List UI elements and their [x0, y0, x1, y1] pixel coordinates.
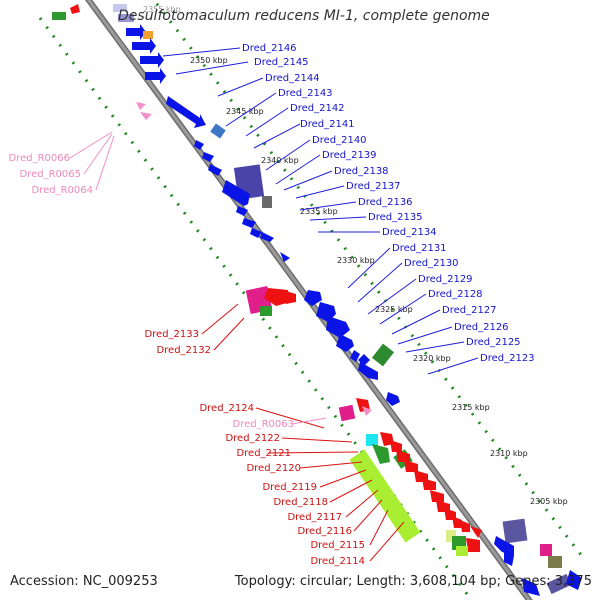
accession-text: Accession: NC_009253: [10, 574, 158, 589]
gene-label: Dred_2134: [382, 227, 437, 238]
gene-label: Dred_2138: [334, 166, 389, 177]
gene-label: Dred_2130: [404, 258, 459, 269]
reverse-gene-labels[interactable]: Dred_2133 Dred_2132 Dred_2124 Dred_R0063…: [144, 329, 365, 567]
gene-label: Dred_2127: [442, 305, 497, 316]
gene-label: Dred_2117: [287, 512, 342, 523]
gene-label: Dred_2135: [368, 212, 423, 223]
ruler-tick-labels: 2355 kbp 2350 kbp 2345 kbp 2340 kbp 2335…: [143, 5, 568, 506]
reverse-leader-lines: [201, 303, 405, 562]
gene-label: Dred_2136: [358, 197, 413, 208]
gene-label: Dred_2144: [265, 73, 320, 84]
tick-label: 2330 kbp: [337, 256, 375, 265]
reverse-strand-features[interactable]: [52, 4, 482, 556]
gene-label: Dred_2133: [144, 329, 199, 340]
forward-gene-labels[interactable]: Dred_2146 Dred_2145 Dred_2144 Dred_2143 …: [242, 43, 535, 364]
gene-label: Dred_2114: [310, 556, 365, 567]
tick-label: 2335 kbp: [300, 207, 338, 216]
tick-label: 2350 kbp: [190, 56, 228, 65]
gene-label: Dred_2145: [254, 57, 309, 68]
gene-label: Dred_2146: [242, 43, 297, 54]
gene-label: Dred_2122: [225, 433, 280, 444]
rna-leader-lines: [69, 131, 327, 425]
gene-label: Dred_2119: [262, 482, 317, 493]
gene-label: Dred_2139: [322, 150, 377, 161]
tick-label: 2315 kbp: [452, 403, 490, 412]
gene-label: Dred_2126: [454, 322, 509, 333]
gene-label: Dred_2132: [156, 345, 211, 356]
gene-label: Dred_R0063: [233, 419, 295, 430]
gene-label: Dred_R0066: [9, 153, 71, 164]
forward-leader-lines: [162, 47, 479, 375]
gene-label: Dred_2116: [297, 526, 352, 537]
gene-label: Dred_2131: [392, 243, 447, 254]
gene-label: Dred_2120: [246, 463, 301, 474]
gene-label: Dred_2118: [273, 497, 328, 508]
gene-label: Dred_2115: [310, 540, 365, 551]
gene-label: Dred_2125: [466, 337, 521, 348]
gene-label: Dred_2121: [236, 448, 291, 459]
tick-label: 2305 kbp: [530, 497, 568, 506]
map-title: Desulfotomaculum reducens MI-1, complete…: [118, 8, 490, 24]
tick-label: 2325 kbp: [375, 305, 413, 314]
gene-label: Dred_2142: [290, 103, 345, 114]
gene-label: Dred_2140: [312, 135, 367, 146]
gene-label: Dred_R0065: [20, 169, 82, 180]
tick-label: 2355 kbp: [143, 5, 181, 14]
tick-label: 2310 kbp: [490, 449, 528, 458]
tick-label: 2320 kbp: [413, 354, 451, 363]
gene-label: Dred_R0064: [32, 185, 94, 196]
tick-label: 2345 kbp: [226, 107, 264, 116]
gene-label: Dred_2141: [300, 119, 355, 130]
gene-label: Dred_2123: [480, 353, 535, 364]
gene-label: Dred_2128: [428, 289, 483, 300]
gene-label: Dred_2137: [346, 181, 401, 192]
genome-summary-text: Topology: circular; Length: 3,608,104 bp…: [234, 574, 592, 589]
gene-label: Dred_2129: [418, 274, 473, 285]
rna-gene-labels[interactable]: Dred_R0066 Dred_R0065 Dred_R0064: [9, 153, 94, 196]
forward-strand-features[interactable]: [113, 4, 582, 596]
gene-label: Dred_2143: [278, 88, 333, 99]
ruler-outer: [151, 0, 587, 561]
gene-label: Dred_2124: [199, 403, 254, 414]
